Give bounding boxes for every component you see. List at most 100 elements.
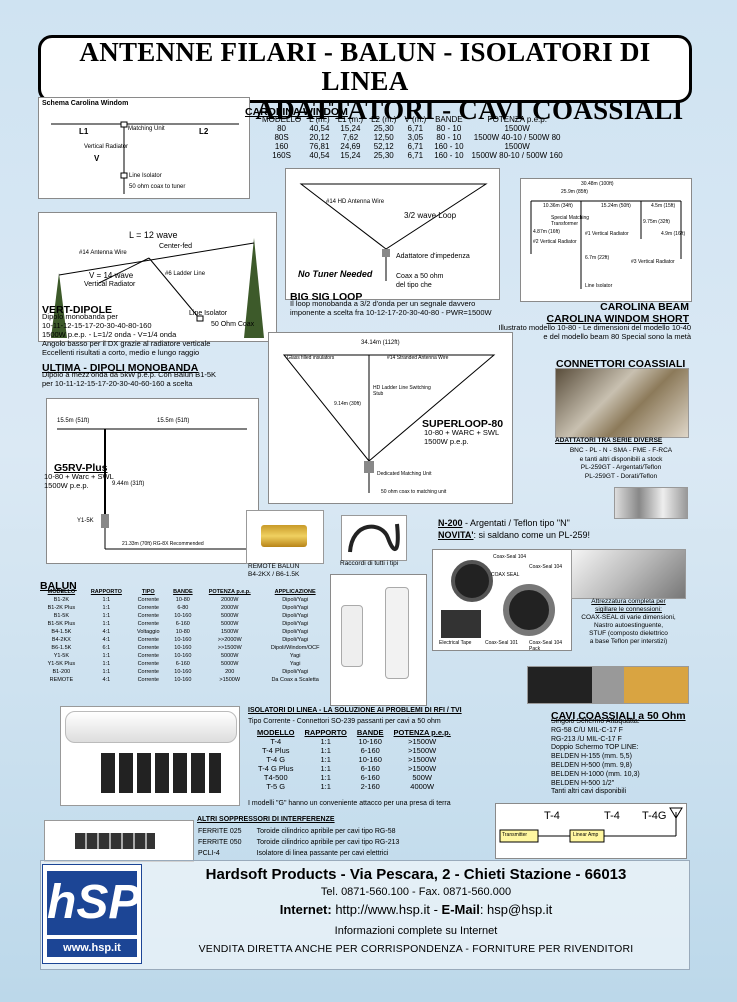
vert-dipole-diagram: L = 12 wave Center-fed #14 Antenna Wire …	[38, 212, 277, 342]
big-sig-title: BIG SIG LOOP	[290, 291, 363, 303]
ultima-text: Dipolo a mezz'onda da 5kW p.e.p. Con Bal…	[42, 370, 217, 388]
beam-dim-h: 6.7m (22ft)	[585, 255, 610, 261]
label-no-tuner: No Tuner Needed	[298, 269, 373, 279]
coax-seal-photo: Coax-Seal 104 COAX SEAL Electrical Tape …	[432, 549, 572, 652]
t4b-label: T-4	[604, 810, 620, 822]
vert-dipole-title: VERT-DIPOLE	[42, 304, 113, 316]
g5rv-dim-c: 9.44m (31ft)	[112, 481, 145, 487]
big-sig-drawing	[299, 183, 488, 281]
n200-line: N-200 - Argentati / Teflon tipo "N"	[438, 518, 570, 528]
internet-line: Internet: http://www.hsp.it - E-Mail: hs…	[279, 902, 553, 917]
carolina-schema: Schema Carolina Windom L1 L2 Matching Un…	[38, 97, 250, 199]
connectors-title: CONNETTORI COASSIALI	[556, 358, 686, 370]
superloop-wire: #14 Stranded Antenna Wire	[387, 355, 449, 361]
carolina-beam-text: Illustrato modello 10-80 - Le dimensioni…	[498, 323, 691, 341]
vert-dipole-drawing	[51, 238, 264, 338]
superloop-dim-top: 34.14m (112ft)	[361, 340, 400, 346]
superloop-title: SUPERLOOP-80	[422, 418, 504, 430]
info-line: Informazioni complete su Internet	[334, 925, 498, 937]
raccordi-photo	[341, 515, 407, 561]
label-l: L = 12 wave	[129, 230, 178, 240]
beam-dim-a: 25.9m (85ft)	[561, 189, 588, 195]
beam-dim-g: 4.87m (16ft)	[533, 229, 560, 235]
website-link[interactable]: http://www.hsp.it	[331, 902, 430, 917]
email-link[interactable]: : hsp@hsp.it	[479, 902, 553, 917]
col-header: L2 (m.)	[371, 115, 397, 124]
title-line-1: ANTENNE FILARI - BALUN - ISOLATORI DI LI…	[79, 37, 651, 96]
label-iso: Line Isolator	[189, 310, 228, 317]
superloop-dmu: Dedicated Matching Unit	[377, 471, 432, 477]
label-center: Center-fed	[159, 243, 193, 250]
g5rv-coax: 21.33m (70ft) RG-8X Recommended	[122, 541, 204, 547]
col-header: V (m.)	[404, 115, 427, 124]
superloop-drawing	[282, 354, 496, 493]
label-l1: L1	[79, 127, 89, 136]
t4a-label: T-4	[544, 810, 560, 822]
label-wire: #14 Antenna Wire	[79, 250, 127, 256]
label-coax2: del tipo che	[396, 282, 432, 289]
label-wire: #14 HD Antenna Wire	[326, 199, 385, 205]
sales-line: VENDITA DIRETTA ANCHE PER CORRISPONDENZA…	[198, 943, 634, 955]
beam-iso: Line Isolator	[585, 283, 613, 289]
g5rv-drawing	[57, 428, 247, 550]
label-vr: Vertical Radiator	[84, 281, 136, 288]
logo-url[interactable]: www.hsp.it	[47, 939, 137, 957]
page-title: ANTENNE FILARI - BALUN - ISOLATORI DI LI…	[38, 35, 692, 125]
coax-seal-application-photo	[571, 549, 686, 599]
superloop-hd: HD Ladder Line Switching Stub	[373, 385, 431, 397]
superloop-coax: 50 ohm coax to matching unit	[381, 489, 447, 495]
big-sig-diagram: #14 HD Antenna Wire 3/2 wave Loop No Tun…	[285, 168, 500, 300]
beam-dim-b: 10.36m (34ft)	[543, 203, 573, 209]
g5rv-dim-a: 15.5m (51ft)	[57, 418, 90, 424]
beam-vr3: #3 Vertical Radiator	[631, 259, 675, 265]
isolators-subtitle: Tipo Corrente - Connettori SO-239 passan…	[248, 718, 441, 725]
col-header: POTENZA p.e.p.	[487, 115, 547, 124]
ferrite-photo	[44, 820, 194, 862]
balun-title: BALUN	[40, 580, 77, 592]
label-coax: Coax a 50 ohm	[396, 273, 444, 280]
suppressors-title: ALTRI SOPPRESSORI DI INTERFERENZE	[197, 816, 335, 823]
amp-label: Linear Amp	[573, 832, 599, 838]
beam-dim-d: 4.5m (15ft)	[651, 203, 676, 209]
carolina-beam-diagram: 30.48m (100ft) 25.9m (85ft) 10.36m (34ft…	[520, 178, 692, 302]
t4g-label: T-4G	[642, 810, 667, 822]
cable-photo	[527, 666, 689, 704]
label-coax: 50 ohm coax to tuner	[129, 184, 186, 190]
adapt-title: ADATTATORI TRA SERIE DIVERSE	[555, 437, 663, 444]
balun-photo	[330, 574, 427, 706]
label-v: V = 14 wave	[89, 271, 134, 280]
g5rv-balun: Y1-5K	[77, 518, 94, 524]
carolina-beam-titles: CAROLINA BEAM CAROLINA WINDOM SHORT	[546, 301, 689, 325]
superloop-h: 9.14m (30ft)	[334, 401, 361, 407]
g5rv-diagram: 15.5m (51ft) 15.5m (51ft) 9.44m (31ft) Y…	[46, 398, 259, 564]
beam-dim-e: 9.75m (32ft)	[643, 219, 670, 225]
col-header: L (m.)	[309, 115, 330, 124]
g5rv-title: G5RV-Plus	[54, 462, 108, 474]
beam-vr2: #2 Vertical Radiator	[533, 239, 577, 245]
carolina-table: MODELLO L (m.) L1 (m.) L2 (m.) V (m.) BA…	[258, 115, 567, 160]
cables-text: Singolo Schermo Attaquatta:RG-58 C/U MIL…	[551, 718, 640, 796]
company-address: Hardsoft Products - Via Pescara, 2 - Chi…	[205, 866, 627, 883]
